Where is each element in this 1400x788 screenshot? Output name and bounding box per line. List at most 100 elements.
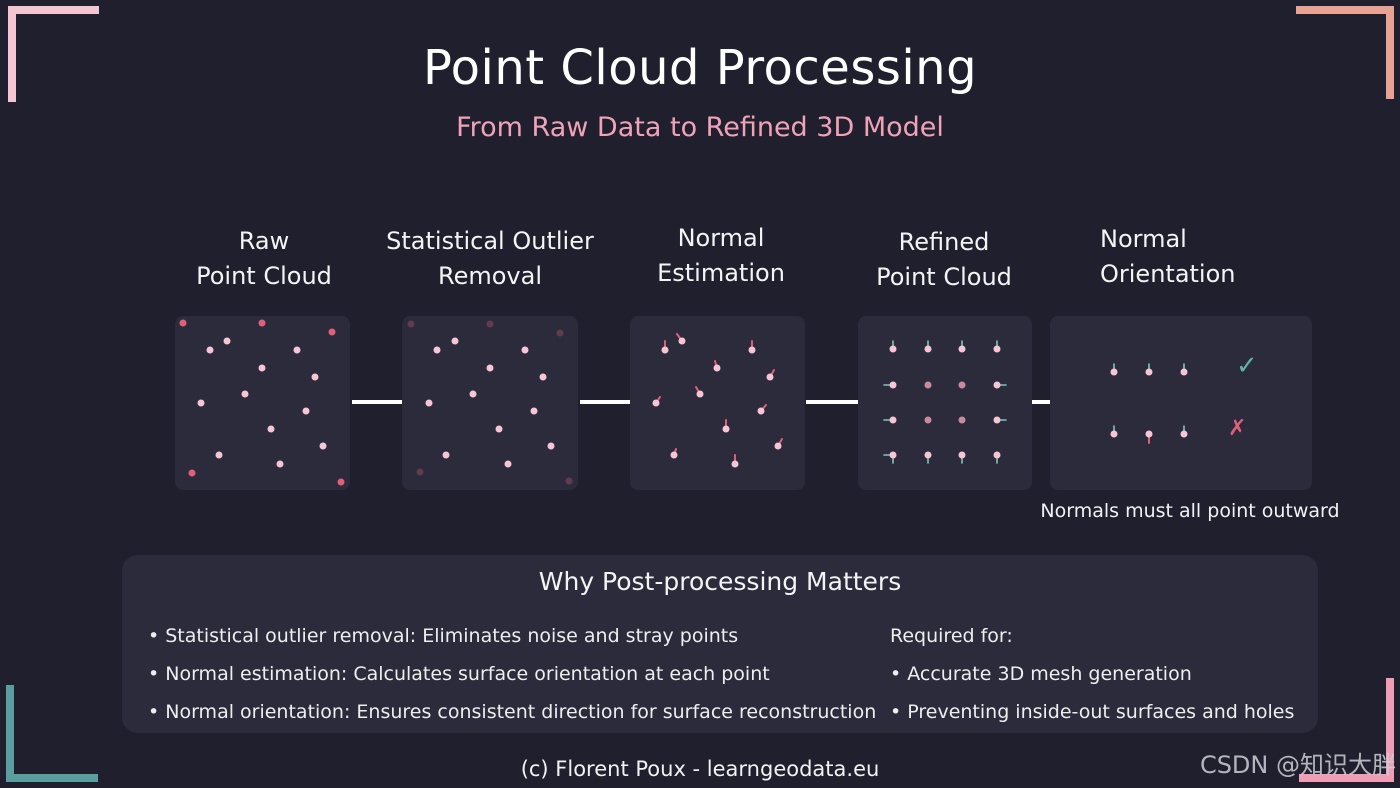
stage-label-refined: Refined Point Cloud	[854, 225, 1034, 295]
cloud-point	[311, 373, 319, 381]
cloud-point	[924, 345, 932, 353]
stage-label-normal-orientation: Normal Orientation	[1100, 222, 1260, 292]
cloud-point	[223, 337, 231, 345]
cloud-point	[495, 425, 503, 433]
cloud-point	[530, 407, 538, 415]
stage-label-line: Point Cloud	[196, 262, 332, 290]
corner-decoration-bottom-right	[1299, 678, 1394, 782]
why-list: • Statistical outlier removal: Eliminate…	[148, 617, 876, 731]
cloud-point	[722, 425, 730, 433]
cloud-point	[661, 346, 669, 354]
cloud-point	[889, 416, 897, 424]
cloud-point	[670, 451, 678, 459]
cloud-point	[539, 373, 547, 381]
required-list: Required for: • Accurate 3D mesh generat…	[890, 617, 1294, 731]
panel-normal-orientation: ✓ ✗	[1050, 316, 1312, 490]
cloud-point	[993, 381, 1001, 389]
panel-raw-point-cloud	[175, 316, 350, 490]
stage-label-line: Raw	[238, 227, 290, 255]
interior-point	[924, 416, 932, 424]
stage-connector	[1032, 400, 1050, 404]
stage-label-normal-estimation: Normal Estimation	[630, 221, 812, 291]
cloud-point	[652, 399, 660, 407]
stage-label-line: Orientation	[1100, 260, 1236, 288]
outlier-point	[328, 328, 336, 336]
stage-label-line: Normal	[677, 224, 765, 252]
cloud-point	[547, 442, 555, 450]
why-item: • Normal estimation: Calculates surface …	[148, 663, 770, 685]
outlier-point	[179, 319, 187, 327]
removed-outlier-point	[565, 477, 573, 485]
cloud-point	[678, 337, 686, 345]
raw-point-cloud-plot	[179, 319, 345, 486]
cloud-point	[889, 381, 897, 389]
cloud-point	[425, 399, 433, 407]
panel-normal-estimation	[630, 316, 805, 490]
removed-outlier-point	[407, 320, 415, 328]
corner-decoration-top-left	[8, 6, 99, 102]
cloud-point	[766, 373, 774, 381]
interior-point	[924, 381, 932, 389]
cloud-point	[958, 451, 966, 459]
cloud-point	[276, 460, 284, 468]
required-item: • Preventing inside-out surfaces and hol…	[890, 701, 1295, 723]
corner-decoration-top-right	[1296, 6, 1394, 99]
why-item: • Normal orientation: Ensures consistent…	[148, 701, 877, 723]
stage-label-line: Estimation	[657, 259, 785, 287]
cloud-point	[713, 364, 721, 372]
corner-decoration-bottom-left	[6, 685, 98, 782]
stage-connector	[352, 400, 402, 404]
stage-label-outlier-removal: Statistical Outlier Removal	[370, 224, 610, 294]
cloud-point	[521, 346, 529, 354]
required-item: • Accurate 3D mesh generation	[890, 663, 1192, 685]
stage-label-line: Statistical Outlier	[386, 227, 594, 255]
cloud-point	[486, 364, 494, 372]
stage-connector	[580, 400, 630, 404]
outlier-removal-plot	[407, 320, 573, 485]
outlier-point	[188, 469, 196, 477]
page-subtitle: From Raw Data to Refined 3D Model	[456, 112, 944, 143]
cloud-point	[993, 451, 1001, 459]
cloud-point	[993, 416, 1001, 424]
cloud-point	[433, 346, 441, 354]
page-title: Point Cloud Processing	[422, 40, 978, 96]
cloud-point	[889, 451, 897, 459]
removed-outlier-point	[416, 468, 424, 476]
cloud-point	[1180, 430, 1188, 438]
cloud-point	[302, 407, 310, 415]
cloud-point	[1110, 368, 1118, 376]
cloud-point	[241, 390, 249, 398]
cloud-point	[1145, 368, 1153, 376]
interior-point	[958, 381, 966, 389]
cross-icon: ✗	[1228, 416, 1246, 441]
cloud-point	[442, 451, 450, 459]
stage-label-line: Removal	[437, 262, 542, 290]
why-item: • Statistical outlier removal: Eliminate…	[148, 625, 739, 647]
refined-point-cloud-plot	[883, 340, 1007, 464]
cloud-point	[258, 364, 266, 372]
cloud-point	[197, 399, 205, 407]
why-panel: Why Post-processing Matters • Statistica…	[122, 555, 1318, 733]
check-icon: ✓	[1236, 351, 1258, 381]
cloud-point	[757, 407, 765, 415]
cloud-point	[993, 345, 1001, 353]
cloud-point	[958, 345, 966, 353]
stage-connector	[806, 400, 858, 404]
cloud-point	[774, 442, 782, 450]
required-title: Required for:	[890, 625, 1013, 647]
cloud-point	[696, 390, 704, 398]
cloud-point	[1110, 430, 1118, 438]
cloud-point	[924, 451, 932, 459]
stage-label-line: Normal	[1100, 225, 1187, 253]
removed-outlier-point	[486, 320, 494, 328]
cloud-point	[889, 345, 897, 353]
why-title: Why Post-processing Matters	[538, 567, 902, 596]
footer-credit: (c) Florent Poux - learngeodata.eu	[520, 757, 880, 781]
cloud-point	[1180, 368, 1188, 376]
cloud-point	[267, 425, 275, 433]
panel-refined-point-cloud	[858, 316, 1032, 490]
cloud-point	[504, 460, 512, 468]
orientation-note: Normals must all point outward	[1040, 500, 1340, 522]
cloud-point	[1145, 430, 1153, 438]
cloud-point	[319, 442, 327, 450]
